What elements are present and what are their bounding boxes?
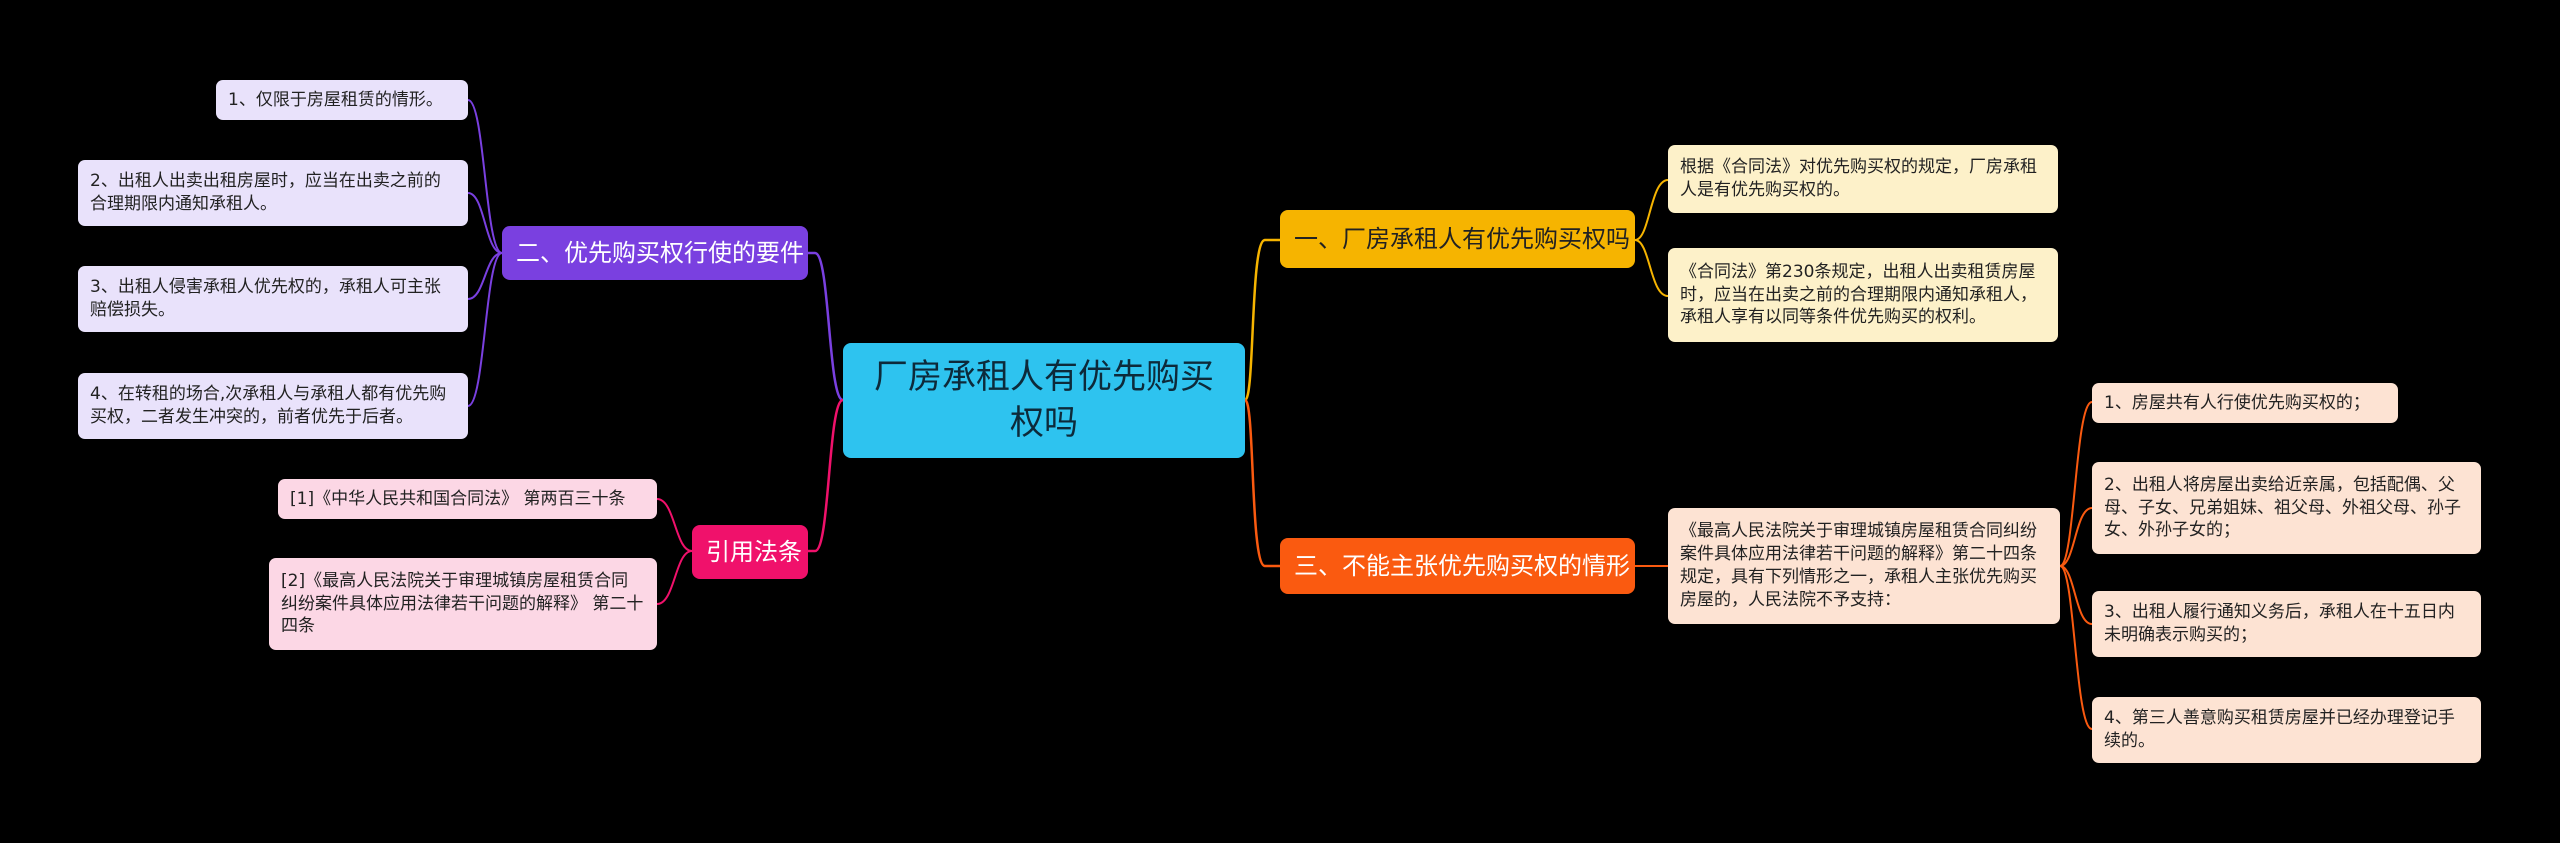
node-text: 2、出租人出卖出租房屋时，应当在出卖之前的合理期限内通知承租人。: [90, 171, 441, 214]
link-b2-c2: [467, 192, 503, 254]
branch-node-2[interactable]: 二、优先购买权行使的要件: [502, 226, 808, 280]
node-text: 1、仅限于房屋租赁的情形。: [228, 89, 443, 110]
node-text: 2、出租人将房屋出卖给近亲属，包括配偶、父母、子女、兄弟姐妹、祖父母、外祖父母、…: [2104, 474, 2461, 541]
link-root-b3: [1243, 398, 1280, 568]
branch-1-child-1[interactable]: 根据《合同法》对优先购买权的规定，厂房承租人是有优先购买权的。: [1668, 145, 2058, 213]
link-root-b2: [808, 251, 844, 402]
branch-2-child-3[interactable]: 3、出租人侵害承租人优先权的，承租人可主张赔偿损失。: [78, 266, 468, 332]
branch-node-3[interactable]: 三、不能主张优先购买权的情形: [1280, 538, 1635, 594]
branch-label: 引用法条: [706, 537, 802, 566]
branch-3-grandchild-2[interactable]: 2、出租人将房屋出卖给近亲属，包括配偶、父母、子女、兄弟姐妹、祖父母、外祖父母、…: [2092, 462, 2481, 554]
branch-2-child-4[interactable]: 4、在转租的场合,次承租人与承租人都有优先购买权，二者发生冲突的，前者优先于后者…: [78, 373, 468, 439]
branch-3-grandchild-1[interactable]: 1、房屋共有人行使优先购买权的；: [2092, 383, 2398, 423]
node-text: 3、出租人侵害承租人优先权的，承租人可主张赔偿损失。: [90, 277, 441, 320]
node-text: 《最高人民法院关于审理城镇房屋租赁合同纠纷案件具体应用法律若干问题的解释》第二十…: [1680, 521, 2037, 610]
branch-3-grandchild-3[interactable]: 3、出租人履行通知义务后，承租人在十五日内未明确表示购买的；: [2092, 591, 2481, 657]
link-b3-g1: [2059, 401, 2093, 567]
branch-label: 二、优先购买权行使的要件: [516, 238, 804, 267]
link-b4-c2: [656, 550, 693, 605]
link-b3-g3: [2059, 565, 2093, 625]
branch-label: 一、厂房承租人有优先购买权吗: [1294, 224, 1630, 253]
branch-2-child-1[interactable]: 1、仅限于房屋租赁的情形。: [216, 80, 468, 120]
branch-3-child-1[interactable]: 《最高人民法院关于审理城镇房屋租赁合同纠纷案件具体应用法律若干问题的解释》第二十…: [1668, 508, 2060, 624]
node-text: 4、在转租的场合,次承租人与承租人都有优先购买权，二者发生冲突的，前者优先于后者…: [90, 384, 447, 427]
root-label: 厂房承租人有优先购买权吗: [874, 356, 1214, 443]
branch-4-child-2[interactable]: [2]《最高人民法院关于审理城镇房屋租赁合同纠纷案件具体应用法律若干问题的解释》…: [269, 558, 657, 650]
branch-label: 三、不能主张优先购买权的情形: [1294, 551, 1630, 580]
node-text: [2]《最高人民法院关于审理城镇房屋租赁合同纠纷案件具体应用法律若干问题的解释》…: [281, 570, 644, 637]
branch-node-4[interactable]: 引用法条: [692, 525, 808, 579]
link-b1-c2: [1634, 239, 1669, 297]
link-b2-c4: [467, 252, 503, 407]
link-b2-c1: [467, 99, 503, 254]
branch-2-child-2[interactable]: 2、出租人出卖出租房屋时，应当在出卖之前的合理期限内通知承租人。: [78, 160, 468, 226]
branch-1-child-2[interactable]: 《合同法》第230条规定，出租人出卖租赁房屋时，应当在出卖之前的合理期限内通知承…: [1668, 248, 2058, 342]
link-root-b4: [808, 398, 844, 553]
branch-4-child-1[interactable]: [1]《中华人民共和国合同法》 第两百三十条: [278, 479, 657, 519]
link-root-b1: [1243, 238, 1280, 402]
root-node[interactable]: 厂房承租人有优先购买权吗: [843, 343, 1245, 458]
node-text: [1]《中华人民共和国合同法》 第两百三十条: [290, 488, 626, 509]
node-text: 根据《合同法》对优先购买权的规定，厂房承租人是有优先购买权的。: [1680, 157, 2037, 200]
link-b1-c1: [1634, 179, 1669, 241]
link-b2-c3: [467, 252, 503, 300]
node-text: 3、出租人履行通知义务后，承租人在十五日内未明确表示购买的；: [2104, 602, 2455, 645]
branch-node-1[interactable]: 一、厂房承租人有优先购买权吗: [1280, 210, 1635, 268]
node-text: 4、第三人善意购买租赁房屋并已经办理登记手续的。: [2104, 708, 2455, 751]
node-text: 1、房屋共有人行使优先购买权的；: [2104, 392, 2370, 413]
link-b3-g4: [2059, 565, 2093, 730]
link-b4-c1: [656, 498, 693, 552]
branch-3-grandchild-4[interactable]: 4、第三人善意购买租赁房屋并已经办理登记手续的。: [2092, 697, 2481, 763]
link-b3-g2: [2059, 507, 2093, 567]
node-text: 《合同法》第230条规定，出租人出卖租赁房屋时，应当在出卖之前的合理期限内通知承…: [1680, 261, 2037, 328]
